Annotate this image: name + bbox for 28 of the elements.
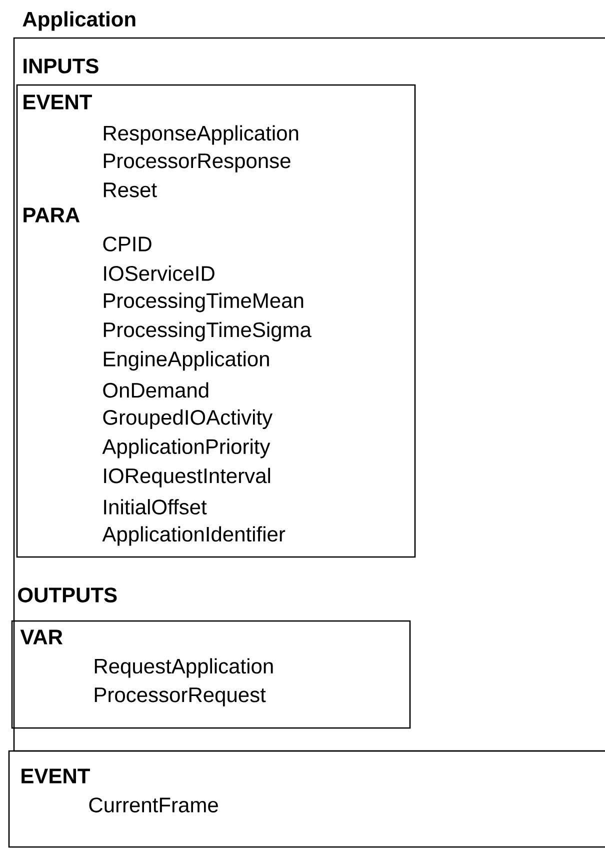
section-heading: OUTPUTS xyxy=(18,588,117,602)
field-name: GroupedIOActivity xyxy=(103,409,273,429)
section-heading: EVENT xyxy=(22,768,90,784)
diagram-title: Application xyxy=(22,11,136,31)
field-name: CPID xyxy=(103,236,152,252)
field-name: Reset xyxy=(104,182,157,198)
field-name: ProcessingTimeSigma xyxy=(104,322,312,342)
section-heading: PARA xyxy=(24,208,80,222)
panel xyxy=(8,750,605,848)
field-name: ResponseApplication xyxy=(104,125,298,145)
field-name: IOServiceID xyxy=(104,266,214,281)
field-name: ApplicationIdentifier xyxy=(102,526,286,546)
section-heading: EVENT xyxy=(24,94,92,110)
field-name: RequestApplication xyxy=(94,658,273,678)
section-heading: VAR xyxy=(20,630,63,644)
panel xyxy=(13,37,605,752)
field-name: ApplicationPriority xyxy=(102,438,270,458)
field-name: OnDemand xyxy=(103,382,208,398)
field-name: CurrentFrame xyxy=(89,798,218,812)
section-box xyxy=(16,84,416,558)
field-name: ProcessingTimeMean xyxy=(104,292,304,312)
section-box xyxy=(11,620,411,729)
field-name: EngineApplication xyxy=(104,351,269,371)
field-name: ProcessorRequest xyxy=(94,688,266,706)
field-name: ProcessorResponse xyxy=(104,154,290,172)
field-name: InitialOffset xyxy=(104,499,207,515)
section-heading: INPUTS xyxy=(24,58,98,74)
field-name: IORequestInterval xyxy=(104,468,270,488)
